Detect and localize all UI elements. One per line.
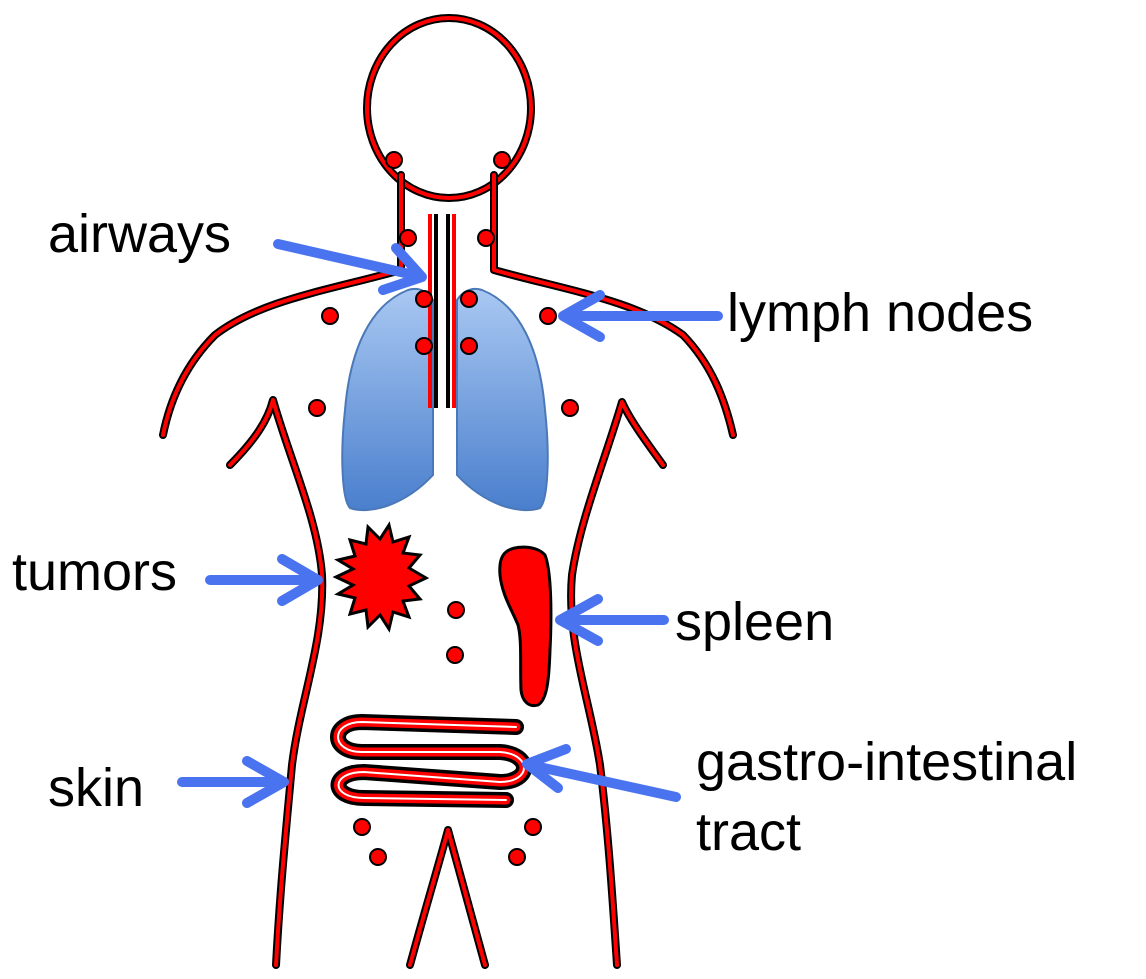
label-airways: airways: [48, 204, 231, 264]
lymph-node: [562, 400, 578, 416]
lymph-node: [525, 819, 541, 835]
right-lung: [457, 289, 548, 510]
left-lung: [342, 289, 433, 510]
lymph-node: [461, 291, 477, 307]
label-lymph-nodes: lymph nodes: [727, 283, 1033, 343]
lymph-node: [370, 849, 386, 865]
lymph-node: [416, 338, 432, 354]
spleen-organ: [500, 547, 551, 706]
lymph-node: [509, 849, 525, 865]
lymph-node: [461, 338, 477, 354]
lymph-node: [448, 602, 464, 618]
inner-legs: [410, 830, 485, 965]
skin-arrow: [182, 761, 284, 803]
tumor: [336, 525, 426, 629]
lymph-node: [386, 152, 402, 168]
lymph-node: [494, 152, 510, 168]
label-spleen: spleen: [675, 592, 834, 652]
lymph-node: [322, 308, 338, 324]
label-gi-tract-line1: gastro-intestinal: [696, 732, 1077, 792]
lymph-node: [309, 400, 325, 416]
lungs: [342, 289, 547, 510]
tumors-arrow: [210, 559, 318, 601]
lymph-node: [478, 230, 494, 246]
lymph-node: [354, 819, 370, 835]
lymph-node: [447, 647, 463, 663]
gi-tract: [338, 722, 524, 800]
lymph-nodes-arrow: [563, 295, 718, 337]
lymph-node: [540, 308, 556, 324]
lymph-node: [416, 291, 432, 307]
label-gi-tract-line2: tract: [696, 802, 801, 862]
lymph-node: [400, 230, 416, 246]
label-skin: skin: [48, 758, 144, 818]
label-tumors: tumors: [12, 542, 177, 602]
body-outline: [163, 18, 733, 965]
